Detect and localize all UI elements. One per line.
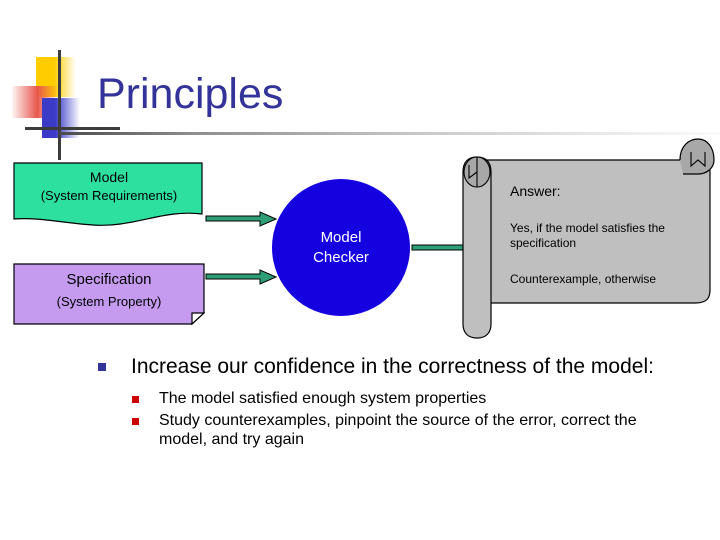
bullet-level1-row: Increase our confidence in the correctne… xyxy=(98,354,698,379)
model-box-subtitle: (System Requirements) xyxy=(40,188,178,203)
answer-scroll-text: Answer: Yes, if the model satisfies the … xyxy=(510,183,710,287)
model-checker-line1: Model xyxy=(320,228,362,246)
model-box-shape xyxy=(13,162,203,226)
bullet-square-icon xyxy=(132,418,139,425)
sub-bullet-list: The model satisfied enough system proper… xyxy=(132,389,698,449)
specification-box-title: Specification xyxy=(66,271,152,288)
specification-box-subtitle: (System Property) xyxy=(56,294,162,309)
specification-box-shape xyxy=(13,263,205,325)
decoration-vertical-rule xyxy=(58,50,61,160)
answer-scroll: Answer: Yes, if the model satisfies the … xyxy=(455,138,720,343)
model-box: Model (System Requirements) xyxy=(13,162,205,228)
title-divider xyxy=(59,132,720,135)
bullet-square-icon xyxy=(132,396,139,403)
sub-bullet-text-1: Study counterexamples, pinpoint the sour… xyxy=(159,412,637,448)
decoration-horizontal-rule xyxy=(25,127,120,130)
sub-bullet-text-0: The model satisfied enough system proper… xyxy=(159,390,487,407)
list-item: The model satisfied enough system proper… xyxy=(132,389,698,408)
decoration-blue-square xyxy=(42,98,80,138)
arrow-model-to-checker xyxy=(205,211,277,227)
bullet-level1-text: Increase our confidence in the correctne… xyxy=(131,355,654,378)
title-decoration xyxy=(0,40,130,160)
list-item: Study counterexamples, pinpoint the sour… xyxy=(132,411,698,449)
slide-title: Principles xyxy=(97,70,284,118)
model-checker-line2: Checker xyxy=(313,248,369,266)
bullet-content: Increase our confidence in the correctne… xyxy=(98,354,698,452)
answer-line-1: Yes, if the model satisfies the specific… xyxy=(510,221,665,250)
answer-heading: Answer: xyxy=(510,183,561,199)
model-box-title: Model xyxy=(89,169,129,185)
model-checker-node: Model Checker xyxy=(272,179,410,316)
specification-box: Specification (System Property) xyxy=(13,263,205,325)
bullet-square-icon xyxy=(98,363,106,371)
answer-scroll-shape xyxy=(462,138,715,339)
arrow-spec-to-checker xyxy=(205,269,277,285)
answer-line-2: Counterexample, otherwise xyxy=(510,272,657,286)
